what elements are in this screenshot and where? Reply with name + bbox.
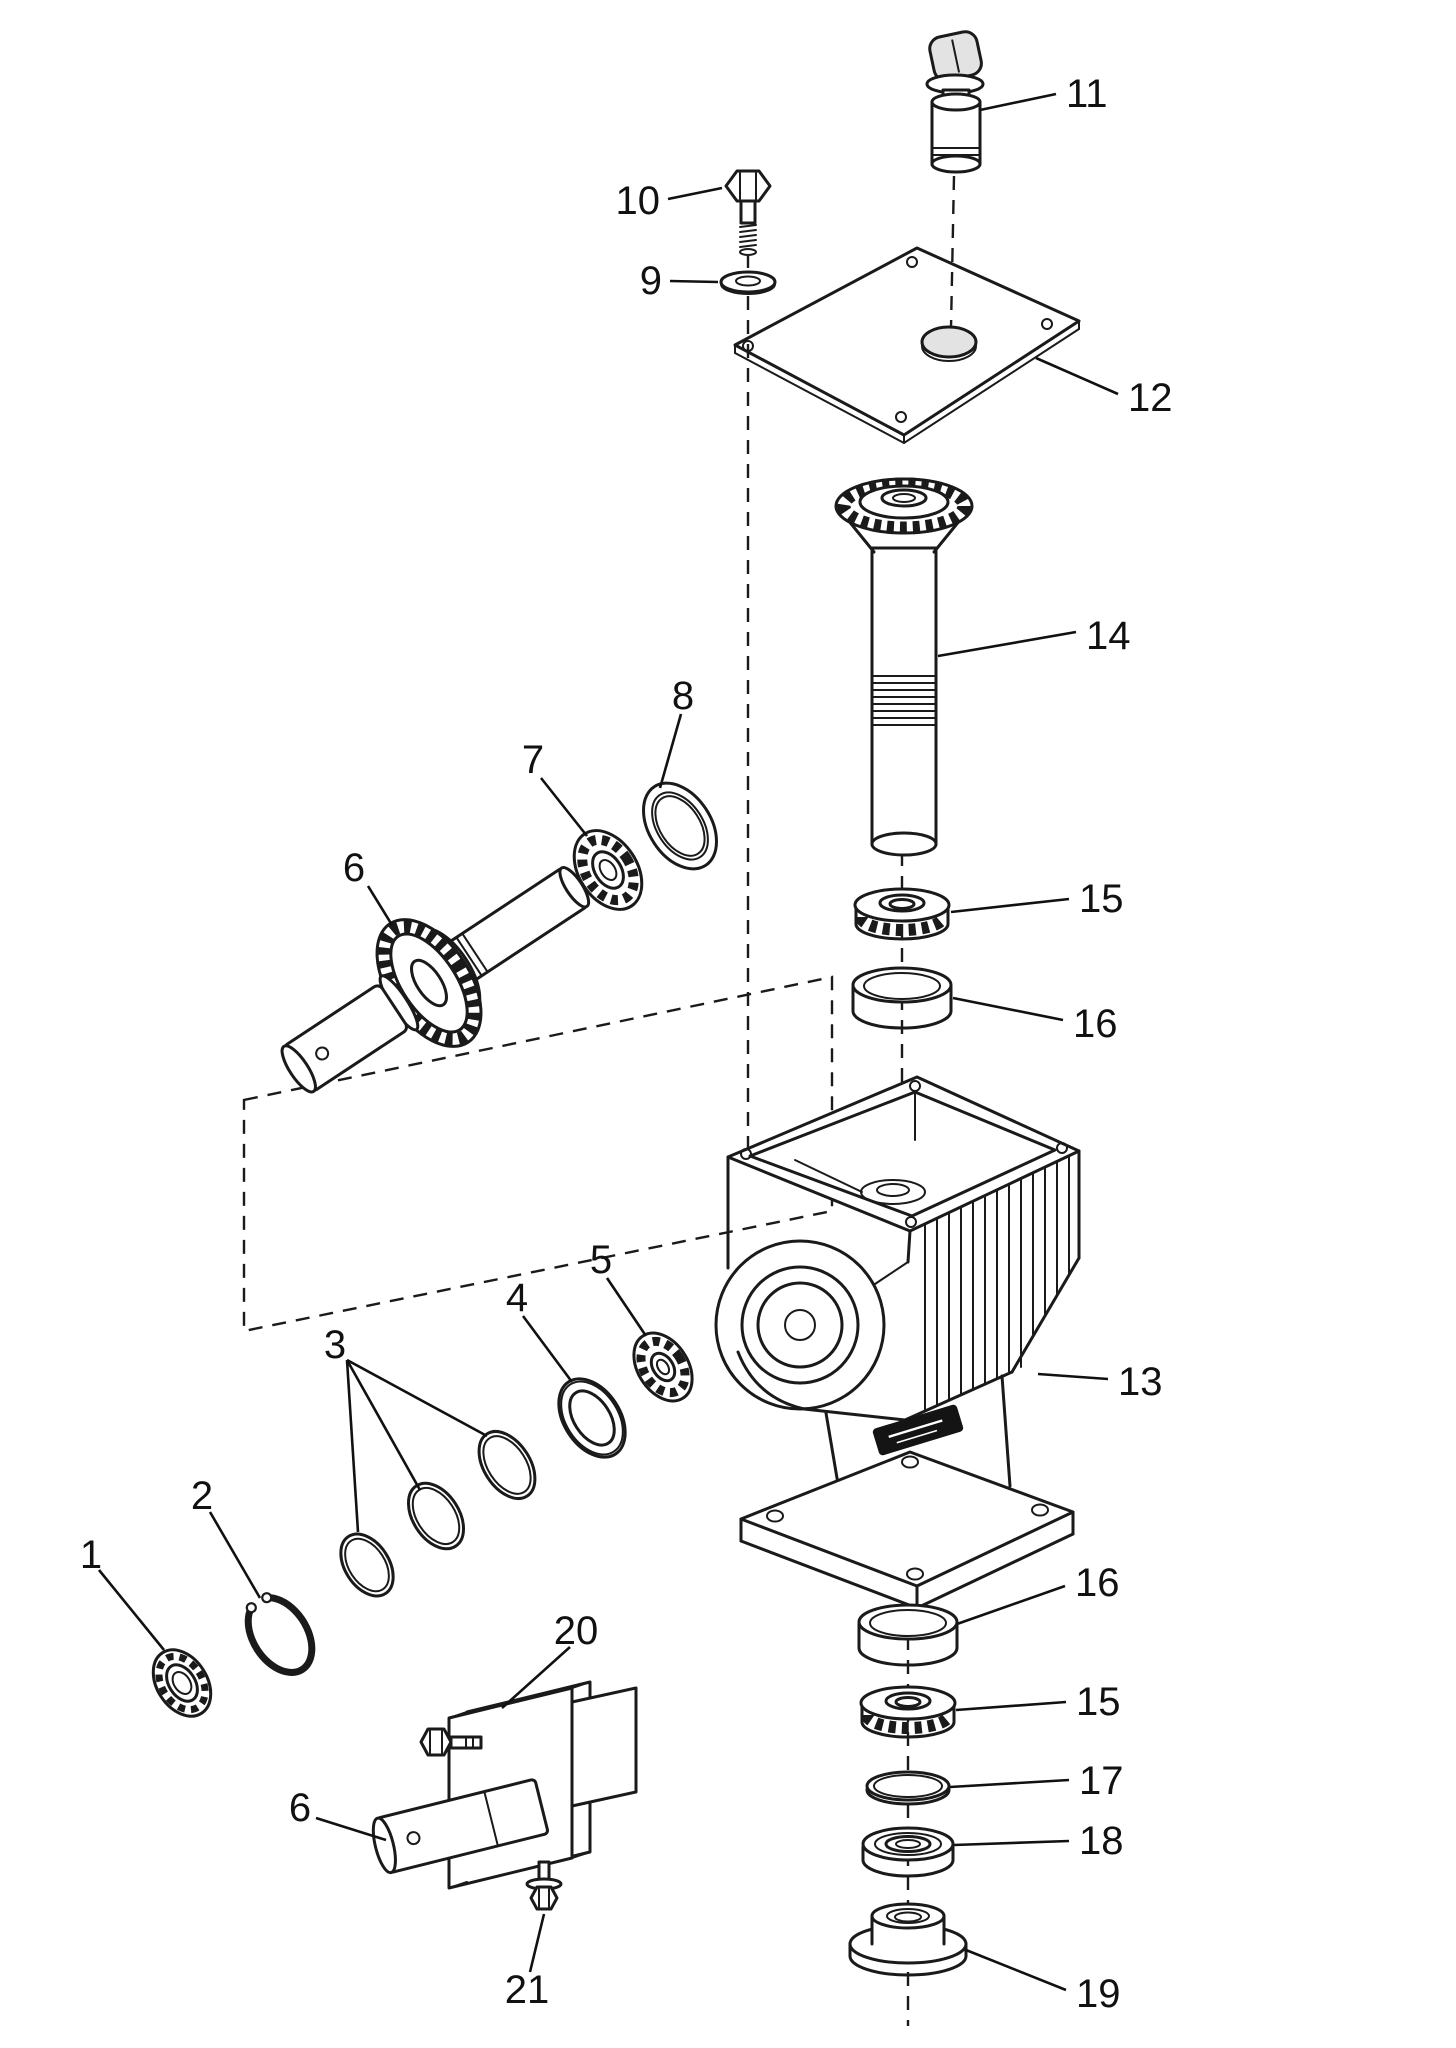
part-bolt-bracket	[419, 1727, 483, 1757]
part-15-bearing-lower	[861, 1687, 955, 1737]
part-9-washer	[719, 270, 777, 295]
callout-21-leader	[528, 1913, 546, 1973]
callout-13: 13	[1118, 1360, 1163, 1404]
callout-4-leader	[521, 1315, 574, 1383]
callout-3-leader	[345, 1359, 360, 1533]
callout-17: 17	[1079, 1759, 1124, 1803]
callout-15-lower: 15	[1076, 1680, 1121, 1724]
filler-plug-boss	[920, 325, 978, 362]
callout-14-leader	[937, 630, 1077, 658]
part-13-housing	[714, 1075, 1081, 1610]
callout-19: 19	[1076, 1972, 1121, 2016]
callout-19-leader	[965, 1948, 1067, 1992]
part-21-nut	[525, 1860, 563, 1911]
callout-3-leader	[346, 1358, 488, 1438]
part-11-dipstick	[925, 30, 985, 174]
part-4-seal	[557, 1377, 627, 1459]
callout-9: 9	[640, 259, 662, 303]
callout-8-leader	[658, 713, 683, 789]
part-5-bearing	[632, 1331, 694, 1403]
callout-2-leader	[208, 1511, 262, 1599]
part-15-bearing-upper	[855, 889, 949, 939]
callout-16-lower-leader	[956, 1584, 1066, 1626]
part-2-snap-ring	[244, 1592, 316, 1676]
callout-13-leader	[1037, 1372, 1109, 1381]
callout-11-leader	[979, 92, 1057, 112]
callout-12: 12	[1128, 376, 1173, 420]
callout-15-lower-leader	[955, 1700, 1067, 1712]
callout-15-upper-leader	[950, 897, 1070, 914]
callout-20-leader	[501, 1646, 571, 1709]
callout-6-upper: 6	[343, 846, 365, 890]
callout-5-leader	[605, 1277, 648, 1337]
callout-1-leader	[97, 1569, 166, 1651]
part-6-pinion-shaft	[280, 866, 591, 1094]
callout-7-leader	[539, 777, 589, 837]
callout-16-upper: 16	[1073, 1002, 1118, 1046]
callout-4: 4	[506, 1276, 528, 1320]
part-19-output-flange	[848, 1902, 968, 1977]
callout-6-lower: 6	[289, 1786, 311, 1830]
part-12-cover-plate	[733, 246, 1081, 445]
callout-14: 14	[1086, 614, 1131, 658]
part-1-seal	[151, 1648, 213, 1718]
callout-10-leader	[667, 186, 723, 201]
callout-21: 21	[505, 1968, 550, 2012]
part-3-ring-b	[406, 1481, 466, 1551]
callout-15-upper: 15	[1079, 877, 1124, 921]
callout-5: 5	[590, 1238, 612, 1282]
callout-17-leader	[949, 1778, 1070, 1789]
callout-9-leader	[669, 279, 719, 284]
part-3-ring-c	[339, 1532, 395, 1598]
part-3-ring-a	[477, 1430, 537, 1500]
callout-3: 3	[324, 1323, 346, 1367]
callout-6-lower-leader	[315, 1816, 387, 1842]
part-16-ring-upper	[851, 966, 953, 1030]
callout-20: 20	[554, 1609, 599, 1653]
callout-7: 7	[522, 738, 544, 782]
callout-18: 18	[1079, 1819, 1124, 1863]
callout-16-lower: 16	[1075, 1561, 1120, 1605]
callout-3-leader	[345, 1359, 422, 1491]
part-10-bolt	[724, 169, 772, 256]
callout-6-upper-leader	[366, 885, 394, 926]
part-14-input-shaft	[834, 477, 974, 857]
callout-16-upper-leader	[952, 996, 1064, 1022]
callout-2: 2	[191, 1474, 213, 1518]
part-16-ring-lower	[857, 1603, 959, 1667]
part-20-bracket	[447, 1680, 638, 1890]
bevel-gear	[834, 477, 974, 535]
part-17-retaining-ring	[865, 1770, 951, 1806]
cooling-ribs	[924, 1155, 1070, 1412]
callout-10: 10	[616, 179, 661, 223]
callout-18-leader	[953, 1839, 1070, 1847]
callout-8: 8	[672, 674, 694, 718]
dipstick-axis-line	[949, 175, 956, 329]
callout-11: 11	[1066, 72, 1108, 116]
part-6-pinion-shaft-installed	[371, 1778, 549, 1875]
callout-12-leader	[1035, 356, 1119, 396]
part-7-bearing	[572, 829, 644, 911]
part-8-seal-ring	[642, 781, 718, 871]
mounting-base	[739, 1450, 1075, 1610]
brand-plate	[872, 1404, 964, 1456]
callout-1: 1	[80, 1533, 102, 1577]
part-18-oil-seal	[861, 1826, 955, 1878]
